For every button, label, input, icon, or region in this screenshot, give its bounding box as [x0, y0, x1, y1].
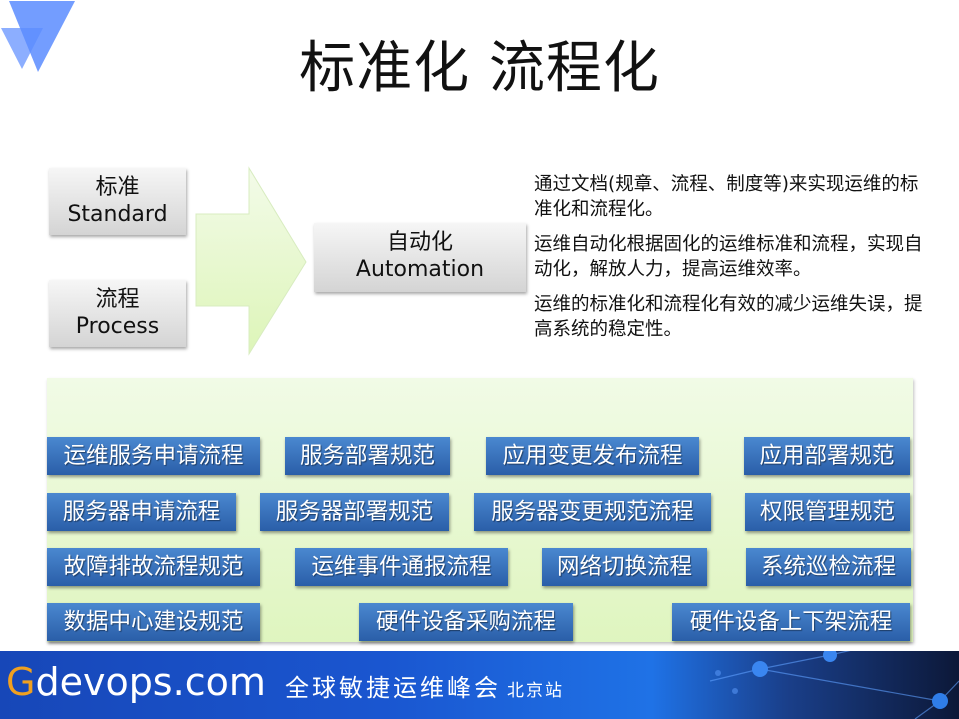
slogan-text: 全球敏捷运维峰会: [285, 674, 501, 702]
process-cn: 流程: [95, 287, 140, 312]
footer-slogan: 全球敏捷运维峰会北京站: [285, 671, 564, 708]
gdevops-logo: Gdevops.com: [6, 657, 266, 707]
footer-banner: Gdevops.com 全球敏捷运维峰会北京站: [0, 651, 959, 719]
right-arrow-icon: [195, 166, 307, 356]
process-box: 流程 Process: [49, 280, 186, 347]
tag-ops-service-request: 运维服务申请流程: [47, 437, 260, 475]
description-paragraph: 运维自动化根据固化的运维标准和流程，实现自动化，解放人力，提高运维效率。: [534, 234, 923, 280]
tag-app-deploy-spec: 应用部署规范: [744, 437, 910, 475]
tag-system-inspection: 系统巡检流程: [746, 548, 911, 586]
automation-cn: 自动化: [386, 230, 453, 255]
process-en: Process: [75, 314, 160, 339]
description-paragraph: 通过文档(规章、流程、制度等)来实现运维的标准化和流程化。: [534, 174, 919, 220]
brand-g: G: [6, 660, 36, 704]
standard-cn: 标准: [95, 175, 140, 200]
description-paragraph: 运维的标准化和流程化有效的减少运维失误，提高系统的稳定性。: [534, 294, 923, 340]
tag-fault-troubleshoot: 故障排故流程规范: [47, 548, 260, 586]
tag-permission-spec: 权限管理规范: [745, 493, 910, 531]
tag-app-change-release: 应用变更发布流程: [486, 437, 699, 475]
tag-hardware-rack: 硬件设备上下架流程: [672, 603, 910, 641]
standard-box: 标准 Standard: [49, 168, 186, 235]
tag-server-deploy-spec: 服务器部署规范: [260, 493, 449, 531]
tag-datacenter-build: 数据中心建设规范: [47, 603, 260, 641]
network-graphic-icon: [709, 651, 959, 719]
tag-service-deploy-spec: 服务部署规范: [285, 437, 450, 475]
tag-ops-event-notify: 运维事件通报流程: [295, 548, 508, 586]
page-title: 标准化 流程化: [299, 36, 660, 101]
tag-hardware-purchase: 硬件设备采购流程: [359, 603, 573, 641]
description-text: 通过文档(规章、流程、制度等)来实现运维的标准化和流程化。 运维自动化根据固化的…: [534, 172, 934, 352]
brand-text: devops.com: [35, 660, 266, 704]
automation-en: Automation: [355, 257, 485, 282]
tag-server-change-spec: 服务器变更规范流程: [474, 493, 711, 531]
tag-network-switch: 网络切换流程: [542, 548, 707, 586]
logo-triangle-icon: [1, 1, 75, 72]
automation-box: 自动化 Automation: [314, 223, 526, 292]
tag-server-request: 服务器申请流程: [47, 493, 236, 531]
standard-en: Standard: [67, 202, 168, 227]
city-text: 北京站: [507, 681, 564, 701]
